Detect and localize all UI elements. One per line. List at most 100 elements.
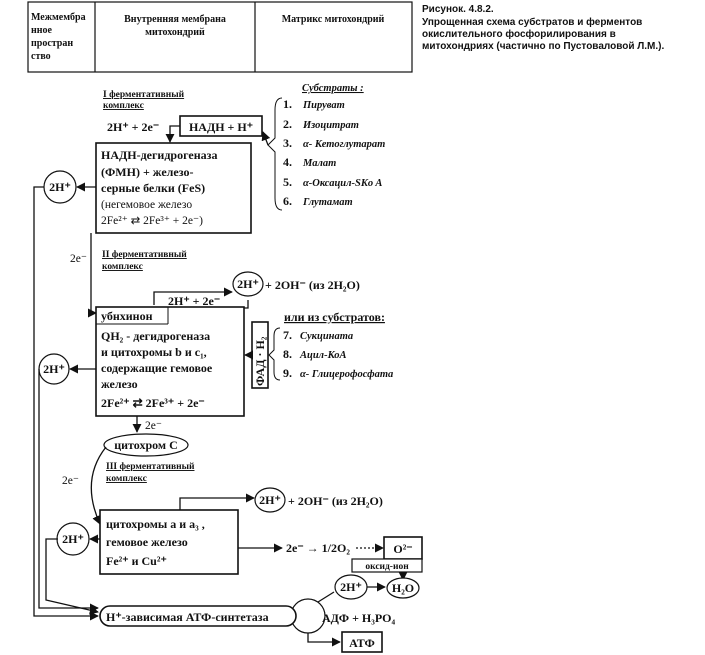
complex3-proton-circle-label: 2H⁺ xyxy=(259,493,281,507)
substrate-num-1: 1. xyxy=(283,97,292,111)
caption-line-3: митохондриях (частично по Пустоваловой Л… xyxy=(422,41,664,52)
oxygen-ion-label: O²⁻ xyxy=(393,542,412,556)
other-substrate-num-7: 7. xyxy=(283,328,292,342)
atp-label: АТФ xyxy=(349,636,375,650)
electrons-label-3: 2e⁻ xyxy=(62,475,79,487)
complex2-matrix-reaction: + 2OH⁻ (из 2H₂O) xyxy=(265,278,360,292)
complex3-title-line-1: III ферментативный xyxy=(106,461,195,472)
cytochrome-c-label: цитохром С xyxy=(114,438,178,452)
complex3-box-line-1: цитохромы a и a₃ , xyxy=(106,517,205,531)
proton-return-line-1 xyxy=(33,186,99,621)
arrow-synthase-to-atp xyxy=(307,633,341,647)
other-substrate-num-8: 8. xyxy=(283,347,292,361)
proton-label-2: 2H⁺ xyxy=(43,362,65,376)
cytochrome-c-oval xyxy=(103,433,189,457)
complex2-box xyxy=(95,306,245,417)
arrow-complex2-to-matrix xyxy=(153,287,233,305)
complex1-box-line-5: 2Fe²⁺ ⇄ 2Fe³⁺ + 2e⁻) xyxy=(101,215,203,227)
other-substrate-name-8: Ацил-КоА xyxy=(299,350,347,361)
oxygen-ion-caption: оксид-ион xyxy=(365,562,409,572)
proton-return-line-2 xyxy=(38,369,99,613)
water-label: H₂O xyxy=(392,581,414,595)
complex1-box-line-1: НАДН-дегидрогеназа xyxy=(101,148,217,162)
complex1-box xyxy=(95,142,252,234)
complex2-box-line-3: содержащие гемовое xyxy=(101,361,213,375)
substrate-num-5: 5. xyxy=(283,175,292,189)
complex1-title-line-2: комплекс xyxy=(103,101,144,111)
complex3-box-line-2: гемовое железо xyxy=(106,535,188,549)
complex2-proton-circle xyxy=(232,271,264,297)
substrate-num-4: 4. xyxy=(283,155,292,169)
substrate-num-2: 2. xyxy=(283,117,292,131)
arrow-cytochrome-c-to-complex3 xyxy=(90,446,107,525)
complex2-input: 2H⁺ + 2e⁻ xyxy=(168,294,220,308)
substrate-name-3: α- Кетоглутарат xyxy=(303,139,385,150)
complex1-title-line-1: I ферментативный xyxy=(103,89,185,100)
atp-synthase-label: H⁺-зависимая АТФ-синтетаза xyxy=(106,610,269,624)
caption-line-2: окислительного фосфорилирования в xyxy=(422,28,616,40)
substrate-name-1: Пируват xyxy=(302,100,345,111)
complex2-proton-circle-label: 2H⁺ xyxy=(237,277,259,291)
complex3-title-line-2: комплекс xyxy=(106,474,147,484)
other-substrates-title: или из субстратов: xyxy=(284,310,385,324)
nadh-label: НАДН + Н⁺ xyxy=(189,120,253,134)
atp-box xyxy=(341,631,383,653)
complex2-box-line-2: и цитохромы b и c₁, xyxy=(101,345,207,359)
caption-line-1: Упрощенная схема субстратов и ферментов xyxy=(422,16,642,28)
oxygen-equation: 2e⁻ → 1/2O₂ xyxy=(286,541,350,555)
header-table: Межмембра нное простран ство Внутренняя … xyxy=(27,1,413,73)
substrate-num-6: 6. xyxy=(283,194,292,208)
arrow-nadh-to-complex1 xyxy=(165,125,180,143)
substrate-name-6: Глутамат xyxy=(302,197,353,208)
other-substrate-name-9: α- Глицерофосфата xyxy=(300,369,393,380)
complex2-box-line-5: 2Fe²⁺ ⇄ 2Fe³⁺ + 2e⁻ xyxy=(101,396,205,410)
atp-substrates: АДФ + Н₃PO₄ xyxy=(322,611,396,625)
complex2-title-line-2: комплекс xyxy=(102,262,143,272)
complex3-proton-circle xyxy=(254,487,286,513)
substrate-name-5: α-Оксацил-SKo A xyxy=(303,178,382,189)
substrates-title: Субстраты : xyxy=(302,83,364,94)
complex1-box-line-2: (ФМН) + железо- xyxy=(101,165,193,179)
header-inner-membrane-line-1: Внутренняя мембрана xyxy=(124,14,226,25)
header-inner-membrane-line-2: митохондрий xyxy=(145,27,205,38)
complex1-box-line-4: (негемовое железо xyxy=(101,199,192,211)
figure-caption: Рисунок. 4.8.2. Упрощенная схема субстра… xyxy=(422,4,664,52)
water-oval xyxy=(386,577,420,599)
electrons-label-1: 2e⁻ xyxy=(70,253,87,265)
complex1-input: 2H⁺ + 2e⁻ xyxy=(107,120,159,134)
substrate-name-2: Изоцитрат xyxy=(302,120,359,131)
complex2-box-line-4: железо xyxy=(101,377,138,391)
substrate-num-3: 3. xyxy=(283,136,292,150)
other-substrate-name-7: Сукцината xyxy=(300,331,353,342)
electrons-label-2: 2e⁻ xyxy=(145,420,162,432)
header-intermembrane-line-4: ство xyxy=(31,51,51,62)
arrow-synthase-to-matrix-proton xyxy=(317,591,335,603)
complex3-matrix-reaction: + 2OH⁻ (из 2H₂O) xyxy=(288,494,383,508)
arrow-substrates-to-nadh xyxy=(261,131,271,146)
atp-synthase-box xyxy=(99,605,297,627)
header-intermembrane-line-2: нное xyxy=(31,25,53,36)
caption-label: Рисунок. 4.8.2. xyxy=(422,4,494,15)
complex2-box-line-1: QH₂ - дегидрогеназа xyxy=(101,329,210,343)
substrates-bracket xyxy=(267,97,283,211)
header-matrix: Матрикс митохондрий xyxy=(282,14,385,25)
substrate-list: 1. Пируват 2. Изоцитрат 3. α- Кетоглутар… xyxy=(283,97,385,208)
proton-label-1: 2H⁺ xyxy=(49,180,71,194)
ubiquinone-label: убнхинон xyxy=(101,309,153,323)
complex1-box-line-3: серные белки (FeS) xyxy=(101,181,205,195)
substrate-name-4: Малат xyxy=(302,158,336,169)
water-proton-label: 2H⁺ xyxy=(340,580,362,594)
oxygen-ion-caption-box xyxy=(351,558,423,573)
header-intermembrane-line-1: Межмембра xyxy=(31,12,86,23)
other-substrate-num-9: 9. xyxy=(283,366,292,380)
fad-label: ФАД · Н₂ xyxy=(253,336,267,386)
other-substrates-bracket xyxy=(268,327,281,381)
arrow-complex3-to-matrix xyxy=(179,493,255,510)
complex3-box-line-3: Fe²⁺ и Cu²⁺ xyxy=(106,554,167,568)
proton-label-3: 2H⁺ xyxy=(62,532,84,546)
proton-return-line-3 xyxy=(45,538,99,615)
header-intermembrane-line-3: простран xyxy=(31,38,73,49)
complex2-title-line-1: II ферментативный xyxy=(102,249,187,260)
